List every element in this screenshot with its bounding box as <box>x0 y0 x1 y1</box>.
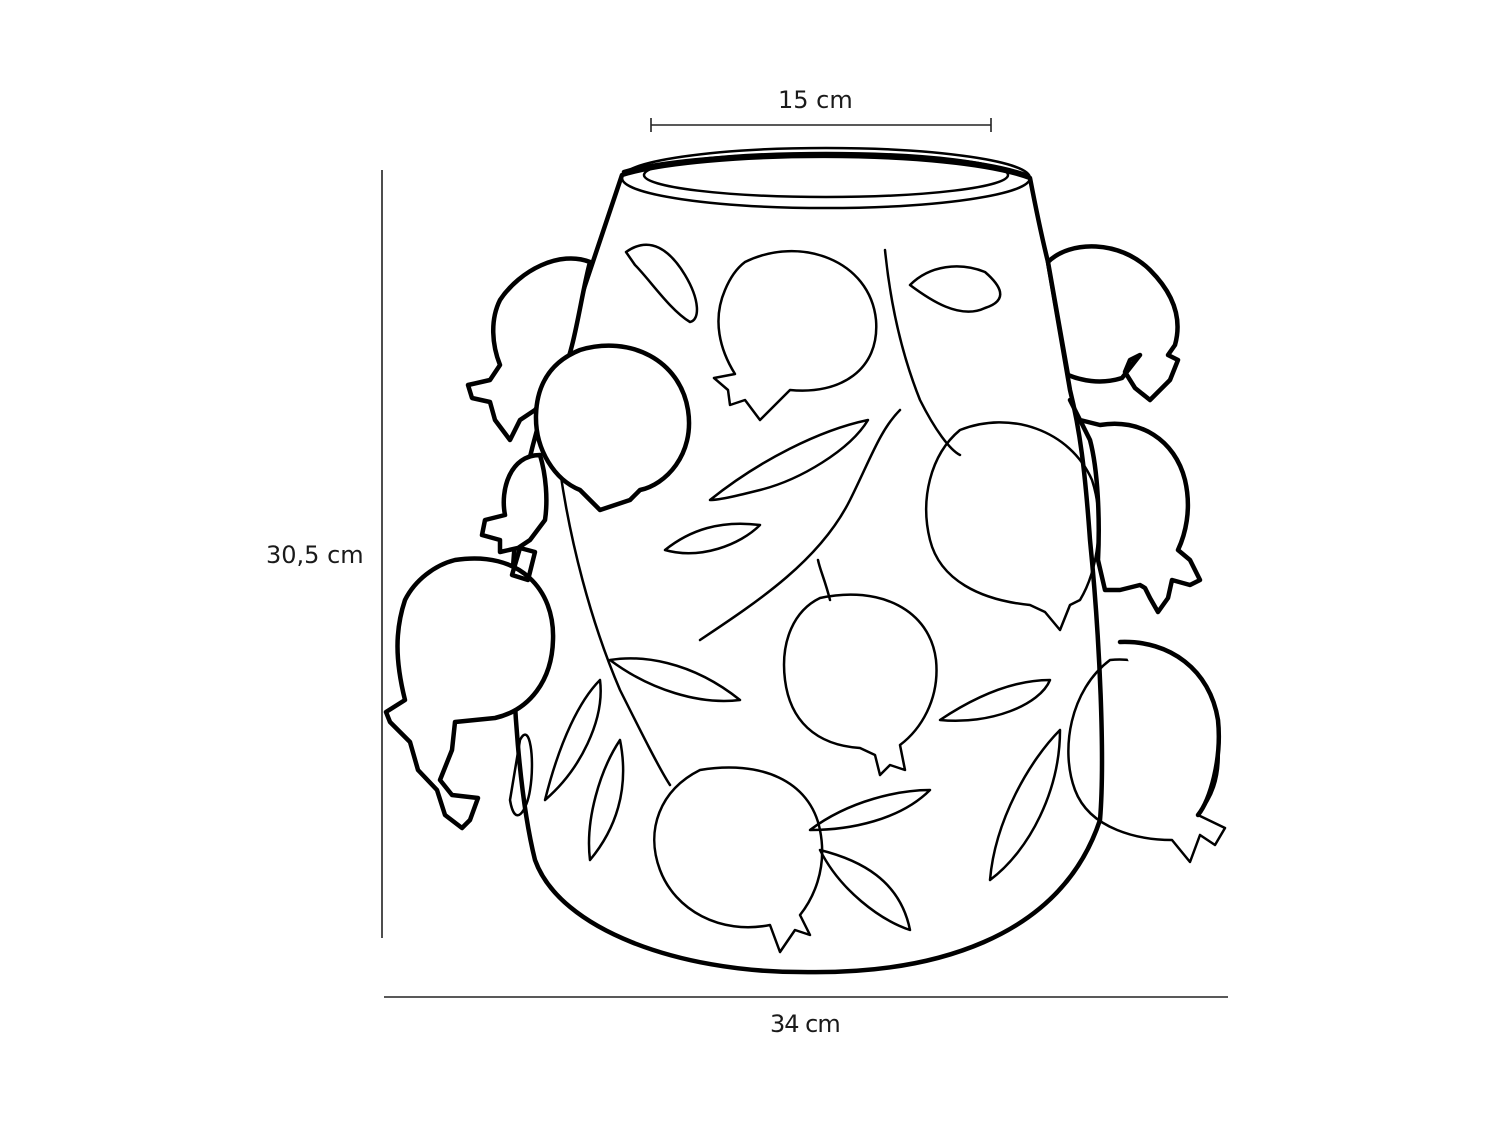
vase-body <box>509 146 1105 975</box>
outer-pomegranates <box>383 244 1221 831</box>
overall-width-label: 34 cm <box>770 1010 841 1038</box>
top-width-label: 15 cm <box>778 86 853 114</box>
relief-leaves <box>508 243 1062 932</box>
height-label: 30,5 cm <box>266 541 364 569</box>
dimension-line-top <box>650 118 992 132</box>
